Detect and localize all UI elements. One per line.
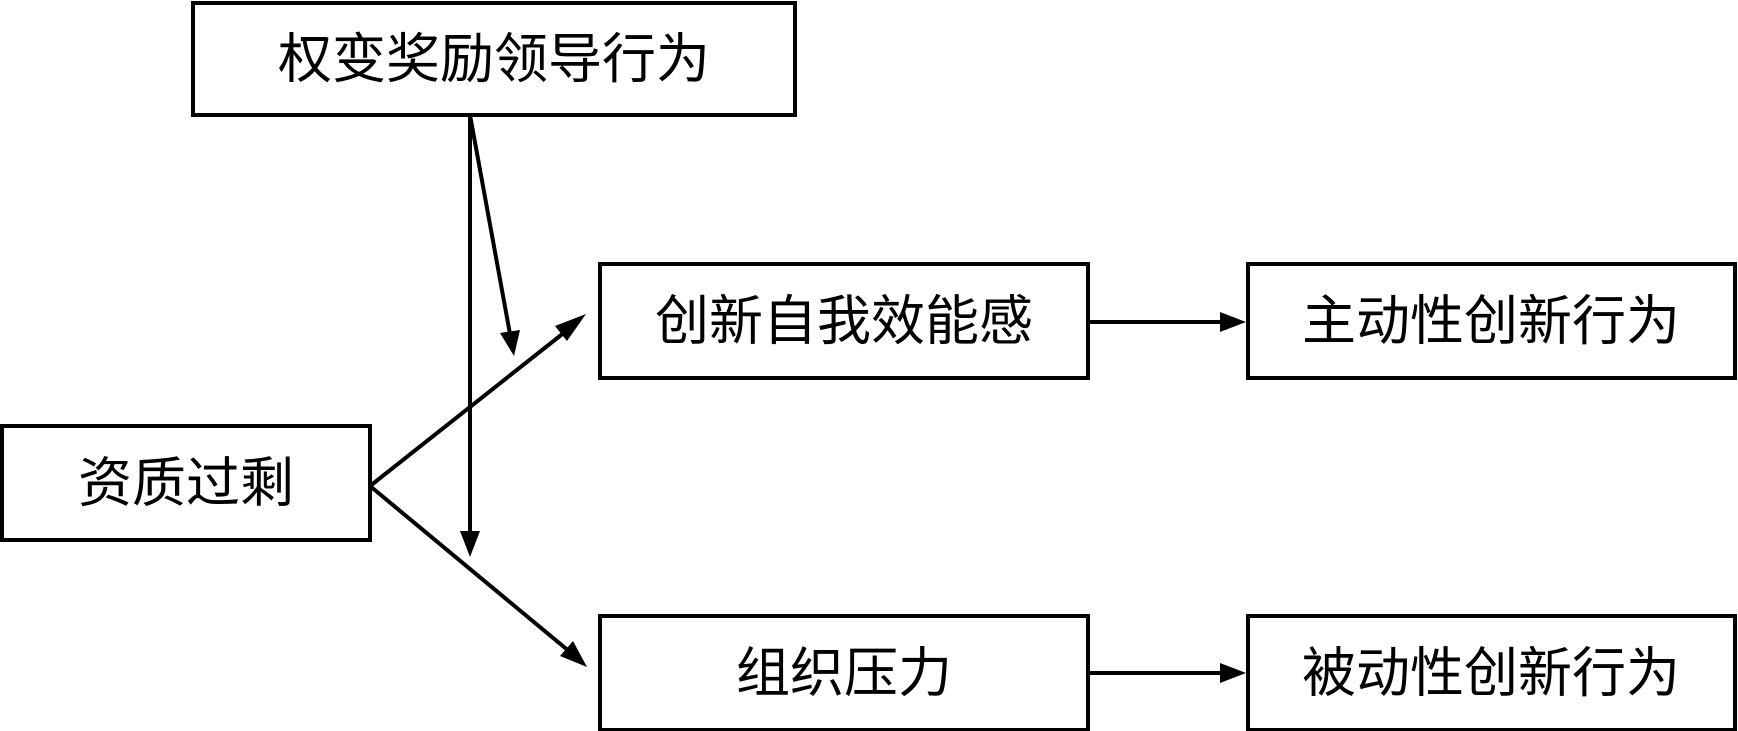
node-proactive-label: 主动性创新行为	[1302, 290, 1680, 353]
node-overqualification-box	[0, 424, 372, 542]
node-creative-self-efficacy: 创新自我效能感	[598, 262, 1090, 380]
node-leadership: 权变奖励领导行为	[191, 1, 797, 117]
node-overqualification-label: 资质过剩	[78, 452, 294, 515]
node-passive-box	[1246, 614, 1737, 731]
arrowhead-efficacy	[555, 314, 586, 341]
node-leadership-box	[191, 1, 797, 117]
node-organizational-pressure: 组织压力	[598, 614, 1090, 731]
arrowhead-leadership-efficacy	[500, 330, 520, 356]
node-overqualification: 资质过剩	[0, 424, 372, 542]
arrowhead-proactive	[1220, 312, 1246, 332]
node-proactive-innovation: 主动性创新行为	[1246, 262, 1737, 380]
node-proactive-box	[1246, 262, 1737, 380]
arrowhead-leadership-pressure	[460, 531, 480, 557]
edges	[368, 114, 1246, 683]
node-passive-label: 被动性创新行为	[1302, 642, 1680, 705]
arrowhead-passive	[1220, 663, 1246, 683]
edge-overqualification-to-pressure	[368, 484, 572, 654]
node-passive-innovation: 被动性创新行为	[1246, 614, 1737, 731]
edge-leadership-to-efficacy-path	[468, 114, 512, 335]
node-efficacy-box	[598, 262, 1090, 380]
node-efficacy-label: 创新自我效能感	[655, 290, 1033, 353]
arrowhead-pressure	[560, 641, 587, 667]
node-pressure-label: 组织压力	[736, 642, 952, 705]
node-pressure-box	[598, 614, 1090, 731]
node-leadership-label: 权变奖励领导行为	[278, 28, 710, 91]
